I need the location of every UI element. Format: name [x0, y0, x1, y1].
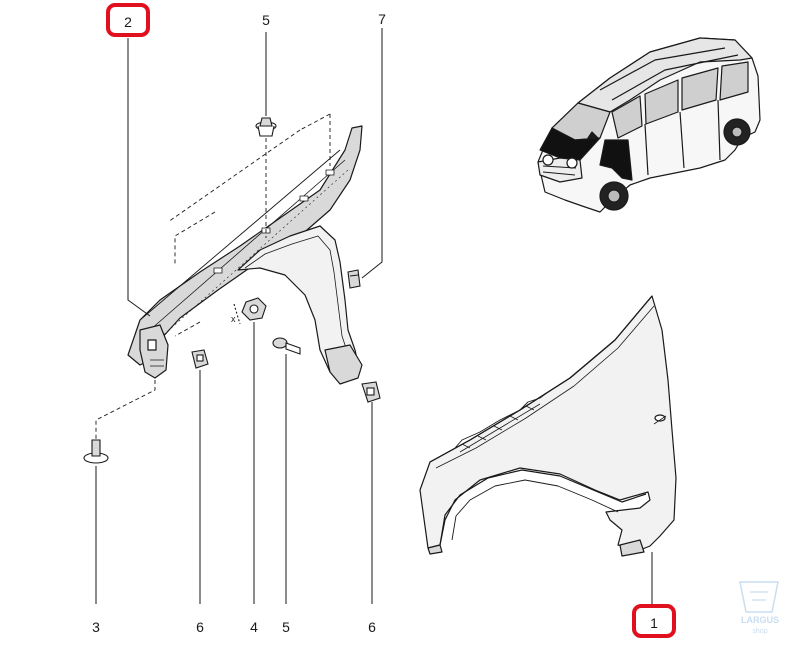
callout-2-highlight — [106, 3, 150, 37]
clip-nut-part-6-right — [361, 381, 381, 403]
callout-2-label: 2 — [124, 14, 132, 30]
clip-part-5-top — [255, 117, 277, 137]
clip-nut-part-6-left — [191, 349, 209, 369]
callout-1-label: 1 — [650, 615, 658, 631]
assembly-lines — [95, 113, 331, 440]
nut-part-4 — [233, 297, 267, 325]
callout-4-label: 4 — [250, 619, 258, 635]
front-fender-part-1 — [419, 295, 677, 557]
callout-5-top-label: 5 — [262, 12, 270, 28]
callout-6-left-label: 6 — [196, 619, 204, 635]
axis-mark-label: x — [231, 314, 236, 324]
callout-5-bottom-label: 5 — [282, 619, 290, 635]
largus-shop-watermark: LARGUS shop — [739, 581, 779, 635]
fender-liner-part-2 — [127, 125, 363, 385]
callout-6-right-label: 6 — [368, 619, 376, 635]
rivet-part-3 — [83, 439, 109, 464]
leader-lines — [95, 28, 653, 604]
car-thumbnail — [537, 37, 761, 213]
callout-3-label: 3 — [92, 619, 100, 635]
screw-part-5-bottom — [272, 337, 301, 355]
shopping-cart-icon — [739, 581, 779, 613]
callout-7-label: 7 — [378, 11, 386, 27]
watermark-sub: shop — [752, 628, 767, 635]
clip-part-7 — [347, 269, 361, 289]
watermark-brand: LARGUS — [741, 615, 779, 625]
callout-1-highlight — [632, 604, 676, 638]
